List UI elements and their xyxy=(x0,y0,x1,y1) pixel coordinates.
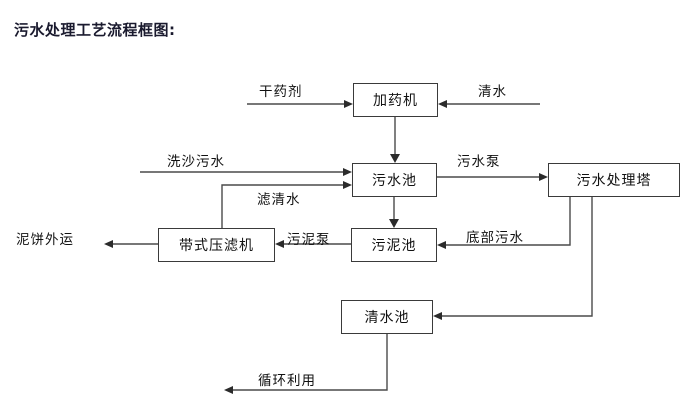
node-label: 污水处理塔 xyxy=(576,173,652,189)
terminal-label-mud-cake-out: 泥饼外运 xyxy=(16,232,74,248)
node-wastewater-pool[interactable]: 污水池 xyxy=(352,163,437,197)
node-clear-water-pool[interactable]: 清水池 xyxy=(341,300,433,334)
edge-label-bottom-wastewater: 底部污水 xyxy=(466,230,524,246)
node-sludge-pool[interactable]: 污泥池 xyxy=(351,228,437,262)
edge-clean-water-to-dosing-machine xyxy=(438,100,540,108)
edge-label-dry-reagent: 干药剂 xyxy=(259,84,303,100)
edge-dosing-machine-to-wastewater-pool xyxy=(390,117,400,163)
node-treatment-tower[interactable]: 污水处理塔 xyxy=(548,163,680,197)
node-label: 清水池 xyxy=(364,310,410,326)
node-label: 污泥池 xyxy=(371,238,417,254)
edge-label-clean-water-in: 清水 xyxy=(478,84,507,100)
edge-clear-water-pool-to-recycle xyxy=(224,334,388,394)
edge-label-sand-wash-wastewater: 洗沙污水 xyxy=(167,154,225,170)
edge-treatment-tower-to-clear-water-pool xyxy=(433,197,593,320)
edge-label-wastewater-pump: 污水泵 xyxy=(457,154,501,170)
node-label: 加药机 xyxy=(373,93,418,109)
edge-belt-filter-press-to-mud-cake-out xyxy=(104,240,158,248)
node-label: 污水池 xyxy=(372,173,417,189)
edge-dry-reagent-to-dosing-machine xyxy=(247,100,353,108)
edge-label-recycle-use: 循环利用 xyxy=(258,373,316,389)
edge-wastewater-pool-to-treatment-tower xyxy=(437,173,548,181)
edge-sludge-pump-to-belt-filter-press xyxy=(275,240,351,248)
page-title: 污水处理工艺流程框图: xyxy=(14,21,176,39)
edge-label-sludge-pump: 污泥泵 xyxy=(287,232,331,248)
edge-filtered-clear-water-to-wastewater-pool xyxy=(221,181,352,228)
edge-bottom-wastewater-to-sludge-pool xyxy=(437,197,571,249)
edge-sand-wash-to-wastewater-pool xyxy=(140,168,352,176)
node-belt-filter-press[interactable]: 带式压滤机 xyxy=(158,228,275,262)
edge-wastewater-pool-to-sludge-pool xyxy=(389,197,399,228)
edge-label-filtered-clear-water: 滤清水 xyxy=(257,192,301,208)
node-dosing-machine[interactable]: 加药机 xyxy=(353,83,438,117)
node-label: 带式压滤机 xyxy=(179,238,254,254)
